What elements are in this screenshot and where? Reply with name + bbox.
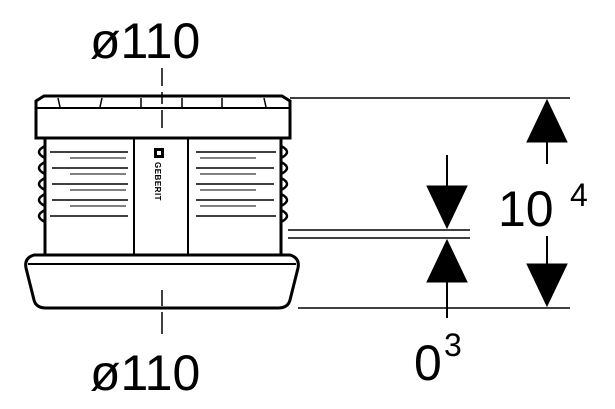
gap-arrow-down — [426, 185, 468, 230]
height-dimension — [526, 98, 568, 308]
extension-lines — [288, 97, 570, 309]
right-grooves — [196, 151, 276, 217]
height-arrow-up — [526, 98, 568, 143]
gap-value: 0 — [414, 335, 442, 391]
left-ribs — [37, 144, 46, 224]
brand-logo-text: GEBERIT — [153, 162, 162, 201]
bottom-diameter-label: ø110 — [90, 345, 200, 401]
gap-arrow-up — [426, 238, 468, 283]
bottom-socket — [24, 253, 300, 310]
brand-logo: GEBERIT — [153, 148, 164, 201]
left-grooves — [50, 151, 128, 217]
height-exponent: 4 — [570, 177, 588, 213]
top-band — [34, 94, 292, 140]
height-value: 10 — [498, 181, 554, 237]
right-ribs — [280, 144, 289, 224]
top-notches — [57, 97, 267, 108]
top-diameter-label: ø110 — [90, 13, 200, 69]
gap-exponent: 3 — [444, 327, 462, 363]
gap-dimension — [426, 155, 468, 318]
pipe-fitting — [24, 94, 300, 310]
height-arrow-down — [526, 263, 568, 308]
